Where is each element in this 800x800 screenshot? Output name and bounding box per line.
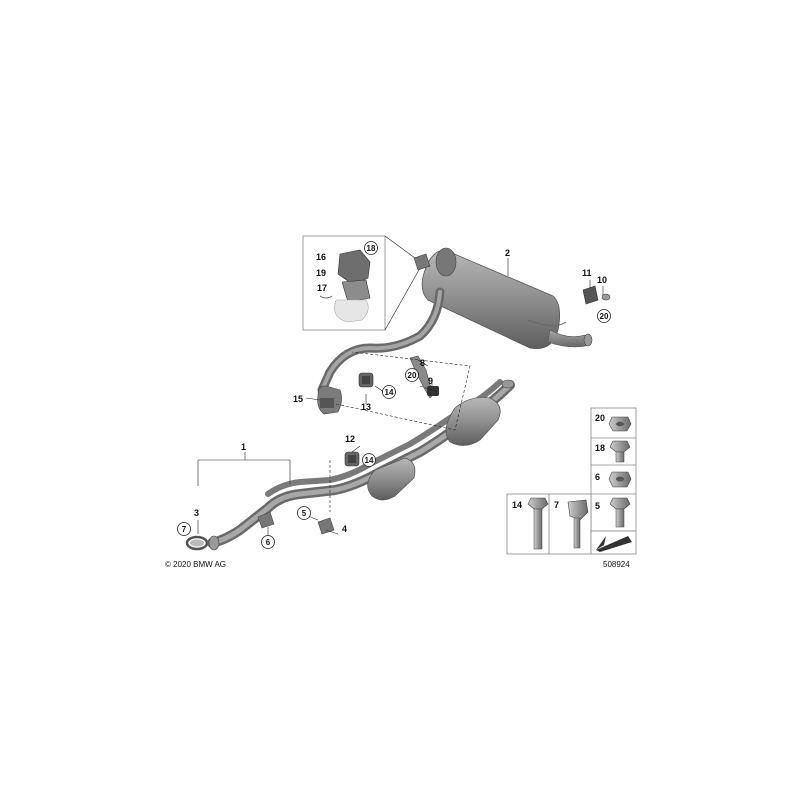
flange-nut-icon	[608, 416, 632, 432]
callout-8: 8	[420, 358, 425, 368]
fastener-legend: 20 18 6 5 14	[506, 407, 637, 555]
callout-1: 1	[241, 442, 246, 452]
callout-4: 4	[342, 524, 347, 534]
callout-20b: 20	[600, 312, 609, 321]
bracket-6	[257, 511, 275, 529]
circled-callout-7: 7	[177, 522, 191, 536]
hex-nut-icon	[608, 471, 632, 488]
circled-callout-5: 5	[297, 506, 311, 520]
screw-icon	[609, 497, 631, 528]
callout-18: 18	[367, 244, 376, 253]
circled-callout-20a: 20	[405, 368, 419, 382]
hex-bolt-icon	[609, 440, 631, 463]
flap-valve	[413, 253, 431, 271]
callout-6: 6	[266, 538, 271, 547]
callout-20a: 20	[408, 371, 417, 380]
diagram-number: 508924	[603, 560, 630, 569]
circled-callout-20b: 20	[597, 309, 611, 323]
callout-14a: 14	[385, 388, 394, 397]
circled-callouts: 5 6 7 14 14 18 20 20	[177, 241, 611, 549]
legend-label-20: 20	[595, 413, 605, 423]
callout-11: 11	[582, 268, 592, 278]
callout-5: 5	[302, 509, 307, 518]
legend-label-14: 14	[512, 500, 522, 510]
arrow-symbol-icon	[596, 536, 632, 552]
clamp-bracket-4	[317, 517, 335, 535]
callout-labels: 1 2 3 4 8 9 10 11 12 13 15 16 17 19	[194, 248, 607, 534]
callout-14b: 14	[365, 456, 374, 465]
callout-10: 10	[597, 275, 607, 285]
rear-silencer	[421, 247, 567, 349]
hanger-11	[582, 285, 599, 305]
circled-callout-14a: 14	[382, 385, 396, 399]
callout-16: 16	[316, 252, 326, 262]
clip-bolt-icon	[567, 499, 589, 549]
clamp-3	[185, 535, 209, 551]
callout-13: 13	[361, 402, 371, 412]
callout-19: 19	[316, 268, 326, 278]
rubber-mount-15	[317, 385, 342, 415]
connecting-pipe	[317, 287, 445, 395]
legend-label-7: 7	[554, 500, 559, 510]
callout-2: 2	[505, 248, 510, 258]
circled-callout-18: 18	[364, 241, 378, 255]
dashed-reference-lines	[329, 351, 471, 512]
tailpipe	[547, 329, 593, 348]
legend-label-6: 6	[595, 472, 600, 482]
front-pipe-assembly	[207, 379, 515, 551]
callout-15: 15	[293, 394, 303, 404]
callout-3: 3	[194, 508, 199, 518]
circled-callout-6: 6	[261, 535, 275, 549]
callout-9: 9	[428, 376, 433, 386]
callout-12: 12	[345, 434, 355, 444]
nut-10	[601, 293, 611, 301]
copyright-text: © 2020 BMW AG	[165, 560, 226, 569]
legend-label-18: 18	[595, 443, 605, 453]
legend-label-5: 5	[595, 501, 600, 511]
callout-7: 7	[182, 525, 187, 534]
hanger-8-9	[409, 355, 439, 399]
long-bolt-icon	[527, 497, 549, 550]
callout-17: 17	[317, 283, 327, 293]
rubber-mount-13	[358, 372, 374, 388]
circled-callout-14b: 14	[362, 453, 376, 467]
rubber-mount-12	[344, 451, 360, 467]
